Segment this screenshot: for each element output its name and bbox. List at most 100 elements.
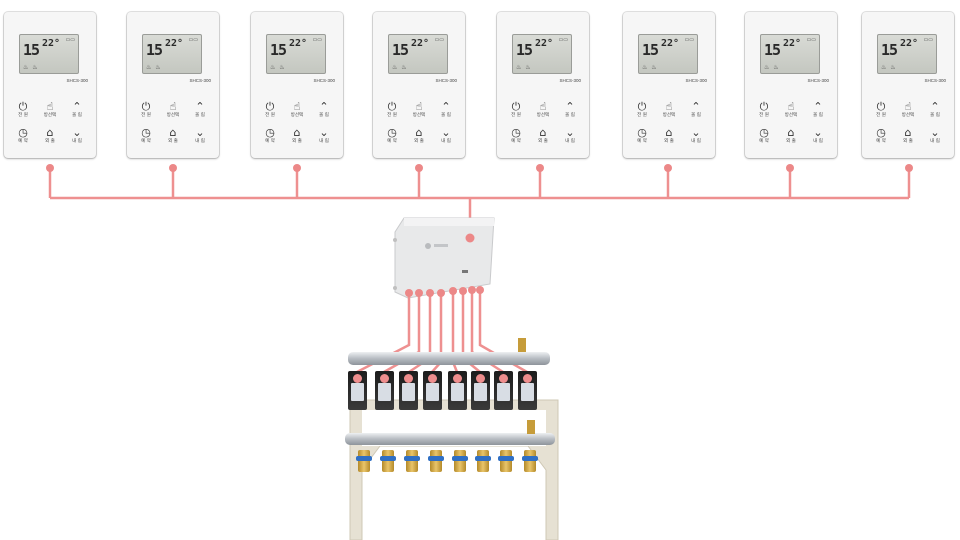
- junction-dot: [786, 164, 794, 172]
- power-button[interactable]: ⏻ 전 원: [379, 100, 405, 119]
- set-temperature: 22°: [165, 38, 184, 49]
- room-thermostat: 15 22° ▭▭ ♨ ♨ SHCS-300 ⏻ 전 원 ☝ 방선택 ⌃ 올 림…: [862, 12, 954, 158]
- timer-button[interactable]: ◷ 예 약: [629, 126, 655, 145]
- up-label: 올 림: [195, 113, 205, 118]
- power-label: 전 원: [511, 113, 521, 118]
- away-button[interactable]: ⌂ 외 출: [656, 126, 682, 145]
- down-button[interactable]: ⌄ 내 림: [805, 126, 831, 145]
- up-button[interactable]: ⌃ 올 림: [433, 100, 459, 119]
- power-button[interactable]: ⏻ 전 원: [503, 100, 529, 119]
- up-button[interactable]: ⌃ 올 림: [805, 100, 831, 119]
- up-button[interactable]: ⌃ 올 림: [64, 100, 90, 119]
- model-label: SHCS-300: [435, 78, 457, 83]
- actuator-cap: [380, 374, 389, 383]
- display-indicator-icon: ▭▭: [923, 37, 933, 43]
- room-temperature: 15: [516, 41, 533, 59]
- pipe-fitting: [428, 450, 444, 472]
- zone-wire-7: [470, 290, 504, 374]
- down-button[interactable]: ⌄ 내 림: [433, 126, 459, 145]
- down-label: 내 림: [813, 139, 823, 144]
- thermostat-display: 15 22° ▭▭ ♨ ♨: [266, 34, 326, 74]
- timer-button[interactable]: ◷ 예 약: [503, 126, 529, 145]
- timer-button[interactable]: ◷ 예 약: [133, 126, 159, 145]
- set-temperature: 22°: [535, 38, 554, 49]
- up-button[interactable]: ⌃ 올 림: [683, 100, 709, 119]
- display-status-icons: ♨ ♨: [516, 64, 532, 71]
- down-label: 내 림: [930, 139, 940, 144]
- mode-button[interactable]: ☝ 방선택: [160, 100, 186, 119]
- up-button[interactable]: ⌃ 올 림: [557, 100, 583, 119]
- mode-label: 방선택: [901, 113, 915, 118]
- mode-button[interactable]: ☝ 방선택: [37, 100, 63, 119]
- thermostat-display: 15 22° ▭▭ ♨ ♨: [638, 34, 698, 74]
- thermostat-display: 15 22° ▭▭ ♨ ♨: [877, 34, 937, 74]
- power-button[interactable]: ⏻ 전 원: [751, 100, 777, 119]
- chevron-down-icon: ⌄: [930, 126, 940, 139]
- zone-wire-3: [408, 293, 432, 374]
- power-button[interactable]: ⏻ 전 원: [629, 100, 655, 119]
- mode-button[interactable]: ☝ 방선택: [530, 100, 556, 119]
- down-button[interactable]: ⌄ 내 림: [64, 126, 90, 145]
- mode-button[interactable]: ☝ 방선택: [778, 100, 804, 119]
- zone-wires: [356, 290, 528, 374]
- junction-dot: [536, 164, 544, 172]
- away-button[interactable]: ⌂ 외 출: [37, 126, 63, 145]
- controller-logo-icon: [425, 243, 431, 249]
- bus-junctions: [46, 164, 913, 172]
- up-button[interactable]: ⌃ 올 림: [187, 100, 213, 119]
- terminal-dot: [459, 287, 467, 295]
- down-button[interactable]: ⌄ 내 림: [187, 126, 213, 145]
- timer-button[interactable]: ◷ 예 약: [10, 126, 36, 145]
- away-button[interactable]: ⌂ 외 출: [406, 126, 432, 145]
- down-button[interactable]: ⌄ 내 림: [683, 126, 709, 145]
- down-button[interactable]: ⌄ 내 림: [557, 126, 583, 145]
- power-button[interactable]: ⏻ 전 원: [868, 100, 894, 119]
- timer-button[interactable]: ◷ 예 약: [751, 126, 777, 145]
- power-button[interactable]: ⏻ 전 원: [133, 100, 159, 119]
- chevron-down-icon: ⌄: [195, 126, 205, 139]
- away-button[interactable]: ⌂ 외 출: [284, 126, 310, 145]
- room-temperature: 15: [764, 41, 781, 59]
- mode-button[interactable]: ☝ 방선택: [895, 100, 921, 119]
- power-button[interactable]: ⏻ 전 원: [10, 100, 36, 119]
- up-button[interactable]: ⌃ 올 림: [311, 100, 337, 119]
- away-button[interactable]: ⌂ 외 출: [530, 126, 556, 145]
- away-button[interactable]: ⌂ 외 출: [895, 126, 921, 145]
- room-temperature: 15: [881, 41, 898, 59]
- away-label: 외 출: [664, 139, 674, 144]
- hand-select-icon: ☝: [787, 100, 795, 113]
- down-button[interactable]: ⌄ 내 림: [922, 126, 948, 145]
- thermostat-display: 15 22° ▭▭ ♨ ♨: [388, 34, 448, 74]
- mode-button[interactable]: ☝ 방선택: [406, 100, 432, 119]
- zone-wire-4: [431, 293, 443, 373]
- home-icon: ⌂: [539, 126, 547, 139]
- set-temperature: 22°: [900, 38, 919, 49]
- actuator-cap: [428, 374, 437, 383]
- up-button[interactable]: ⌃ 올 림: [922, 100, 948, 119]
- power-icon: ⏻: [387, 100, 397, 113]
- away-button[interactable]: ⌂ 외 출: [160, 126, 186, 145]
- model-label: SHCS-300: [685, 78, 707, 83]
- pipe-fitting: [356, 450, 372, 472]
- down-button[interactable]: ⌄ 내 림: [311, 126, 337, 145]
- mode-button[interactable]: ☝ 방선택: [656, 100, 682, 119]
- chevron-up-icon: ⌃: [72, 100, 82, 113]
- mode-button[interactable]: ☝ 방선택: [284, 100, 310, 119]
- up-label: 올 림: [813, 113, 823, 118]
- timer-button[interactable]: ◷ 예 약: [868, 126, 894, 145]
- timer-button[interactable]: ◷ 예 약: [257, 126, 283, 145]
- room-thermostat: 15 22° ▭▭ ♨ ♨ SHCS-300 ⏻ 전 원 ☝ 방선택 ⌃ 올 림…: [745, 12, 837, 158]
- actuator-label: [474, 383, 487, 401]
- central-controller: [393, 217, 495, 299]
- model-label: SHCS-300: [924, 78, 946, 83]
- chevron-down-icon: ⌄: [565, 126, 575, 139]
- mode-label: 방선택: [166, 113, 180, 118]
- power-icon: ⏻: [759, 100, 769, 113]
- display-status-icons: ♨ ♨: [23, 64, 39, 71]
- timer-button[interactable]: ◷ 예 약: [379, 126, 405, 145]
- away-button[interactable]: ⌂ 외 출: [778, 126, 804, 145]
- power-button[interactable]: ⏻ 전 원: [257, 100, 283, 119]
- clock-icon: ◷: [387, 126, 397, 139]
- set-temperature: 22°: [289, 38, 308, 49]
- chevron-up-icon: ⌃: [813, 100, 823, 113]
